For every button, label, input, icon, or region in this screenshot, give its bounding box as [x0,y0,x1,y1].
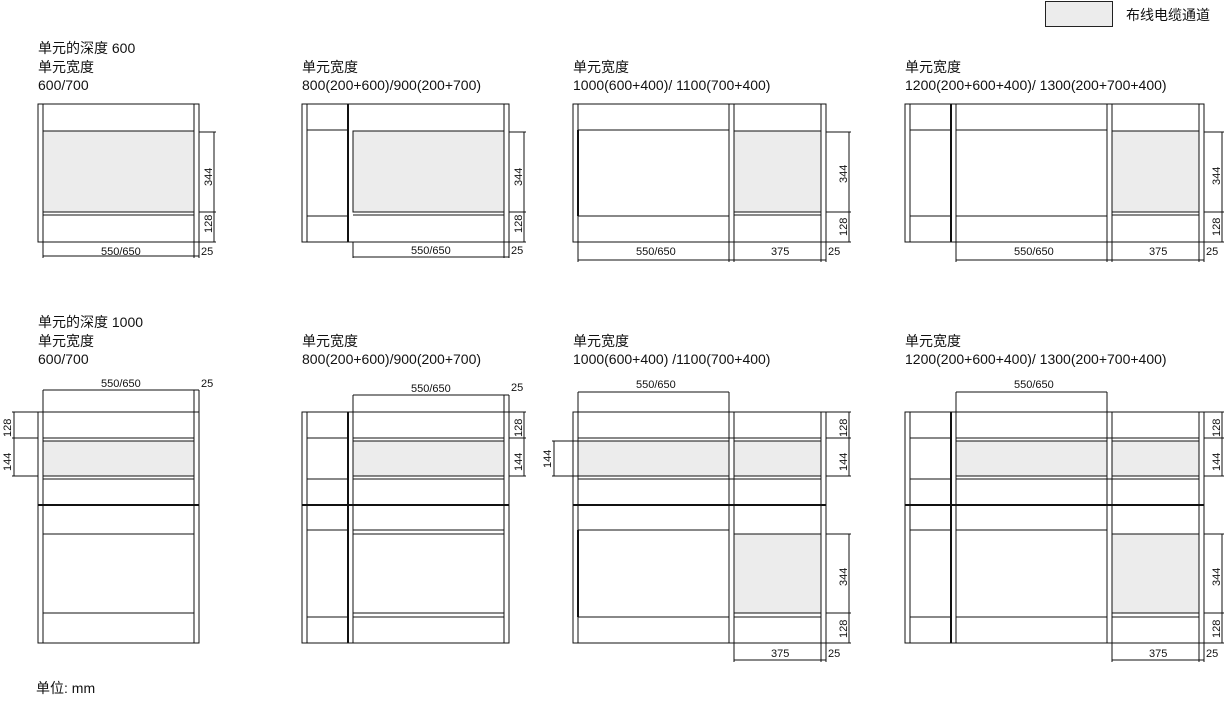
unit8-widths: 1200(200+600+400)/ 1300(200+700+400) [905,351,1167,367]
dim-channel-height: 344 [203,168,215,186]
dim-gap: 25 [201,246,213,258]
cable-channel-area [1111,440,1200,477]
cabinet-plan-unit6 [301,394,526,644]
dim-side-width: 375 [1149,246,1167,258]
dim-main-width: 550/650 [1014,246,1054,258]
dim-channel-height: 344 [1211,167,1223,185]
cable-channel-area [733,440,822,477]
cable-channel-legend-swatch [1045,1,1113,27]
dim-channel-height: 144 [838,453,850,471]
cabinet-plan-unit5 [12,389,200,644]
cabinet-plan-unit3 [572,103,851,262]
dim-main-width: 550/650 [636,379,676,391]
dim-base-height: 128 [838,620,850,638]
unit6-widths: 800(200+600)/900(200+700) [302,351,482,367]
unit1-title: 单元宽度 [38,59,94,75]
dim-channel2-height: 344 [1211,568,1223,586]
dim-base-height: 128 [203,215,215,233]
dim-channel-height-left: 144 [542,450,554,468]
dim-base-height: 128 [838,218,850,236]
dim-top-height: 128 [513,419,525,437]
unit6-title: 单元宽度 [302,333,358,349]
dim-channel-height: 344 [513,168,525,186]
unit4-widths: 1200(200+600+400)/ 1300(200+700+400) [905,77,1167,93]
unit1-widths: 600/700 [38,77,89,93]
cabinet-plan-unit8 [904,391,1224,662]
unit4-title: 单元宽度 [905,59,961,75]
cabinet-plan-unit1 [37,103,216,258]
unit5-widths: 600/700 [38,351,89,367]
dim-gap: 25 [511,245,523,257]
cable-channel-area [1111,533,1200,614]
dim-channel2-height: 344 [838,568,850,586]
cabinet-plan-unit4 [904,103,1224,262]
dim-gap: 25 [201,378,213,390]
dim-main-width: 550/650 [101,246,141,258]
cable-channel-area [733,130,822,213]
cable-channel-area [352,130,505,213]
cable-channel-area [352,440,505,477]
dim-gap: 25 [828,648,840,660]
dim-gap: 25 [1206,246,1218,258]
unit-note: 单位: mm [36,680,96,696]
dim-channel-height: 344 [838,165,850,183]
cable-channel-area [733,533,822,614]
dim-top-height: 128 [1211,419,1223,437]
cable-channel-area [42,130,195,213]
cable-channel-area [42,440,195,477]
unit3-widths: 1000(600+400)/ 1100(700+400) [573,77,771,93]
dim-channel-height: 144 [513,453,525,471]
dim-gap: 25 [511,382,523,394]
dim-channel-height: 144 [2,453,14,471]
dim-main-width: 550/650 [411,245,451,257]
cable-channel-area [1111,130,1200,213]
unit2-title: 单元宽度 [302,59,358,75]
depth-600-label: 单元的深度 600 [38,40,136,56]
dim-gap: 25 [1206,648,1218,660]
dim-side-width: 375 [1149,648,1167,660]
dim-side-width: 375 [771,246,789,258]
unit7-title: 单元宽度 [573,333,629,349]
unit2-widths: 800(200+600)/900(200+700) [302,77,482,93]
cabinet-plan-unit7 [552,391,851,662]
cable-channel-area [955,440,1108,477]
unit8-title: 单元宽度 [905,333,961,349]
dim-gap: 25 [828,246,840,258]
unit3-title: 单元宽度 [573,59,629,75]
unit7-widths: 1000(600+400) /1100(700+400) [573,351,771,367]
dim-channel-height: 144 [1211,453,1223,471]
dim-base-height: 128 [1211,218,1223,236]
cabinet-plan-unit2 [301,103,526,258]
dim-top-height: 128 [838,419,850,437]
dim-top-height: 128 [2,419,14,437]
dim-main-width: 550/650 [101,378,141,390]
unit5-title: 单元宽度 [38,333,94,349]
depth-1000-label: 单元的深度 1000 [38,314,144,330]
cable-channel-area [577,440,730,477]
dim-main-width: 550/650 [411,383,451,395]
dim-base-height: 128 [1211,620,1223,638]
dim-base-height: 128 [513,215,525,233]
dim-main-width: 550/650 [636,246,676,258]
cable-channel-legend-label: 布线电缆通道 [1126,7,1210,23]
dim-side-width: 375 [771,648,789,660]
dim-main-width: 550/650 [1014,379,1054,391]
